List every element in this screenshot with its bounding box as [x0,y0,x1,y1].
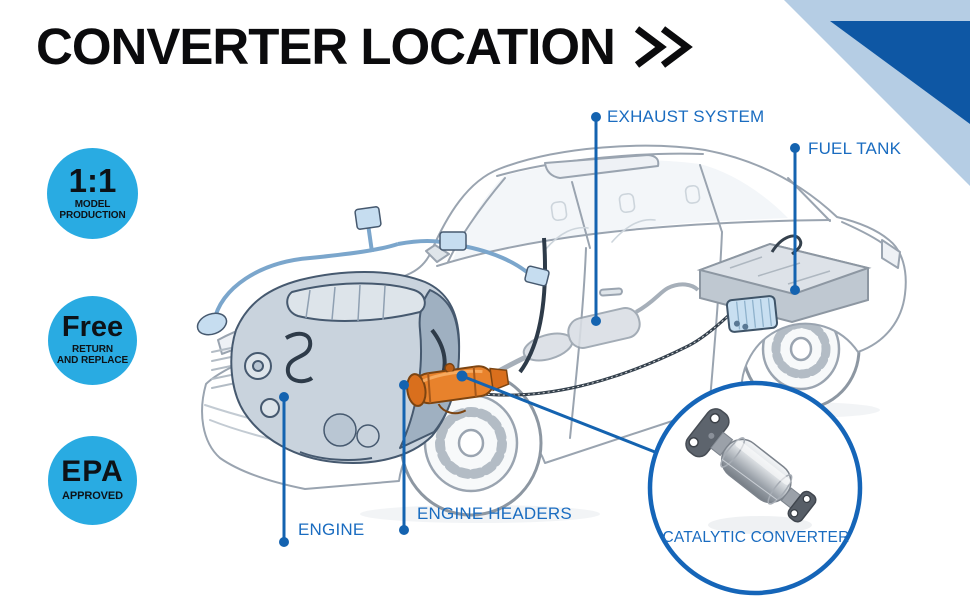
header: CONVERTER LOCATION [36,20,695,74]
badge-main-text: 1:1 [68,162,117,200]
label-exhaust-system: EXHAUST SYSTEM [607,107,765,126]
fuel-pump-canister [725,295,779,333]
badge-main-text: EPA [61,455,124,489]
exhaust-system-art [495,282,700,375]
engine-art [230,237,547,464]
label-fuel-tank: FUEL TANK [808,139,902,158]
double-chevron-icon [634,25,693,68]
label-engine: ENGINE [298,520,365,539]
badge-sub-text: MODEL PRODUCTION [59,198,126,222]
callout-circle [647,380,863,596]
catalytic-converter-on-car-art [406,362,510,415]
badge-epa-approved: EPA APPROVED [48,436,137,525]
page-title: CONVERTER LOCATION [36,18,616,75]
badge-main-text: Free [61,311,124,344]
leader-lines [279,112,800,547]
badge-sub-text: RETURN AND REPLACE [56,343,129,367]
badge-free-return: Free RETURN AND REPLACE [48,296,137,385]
label-catalytic-converter: CATALYTIC CONVERTER [662,529,850,546]
wiring-harness-art [196,206,550,336]
corner-ribbon-decoration [784,0,970,186]
badge-sub-text: APPROVED [62,489,123,502]
sunroof [544,154,660,179]
label-engine-headers: ENGINE HEADERS [417,504,572,523]
badge-model-production: 1:1 MODEL PRODUCTION [47,148,138,239]
converter-photo-art [685,408,817,523]
fuel-line-art [467,314,730,397]
